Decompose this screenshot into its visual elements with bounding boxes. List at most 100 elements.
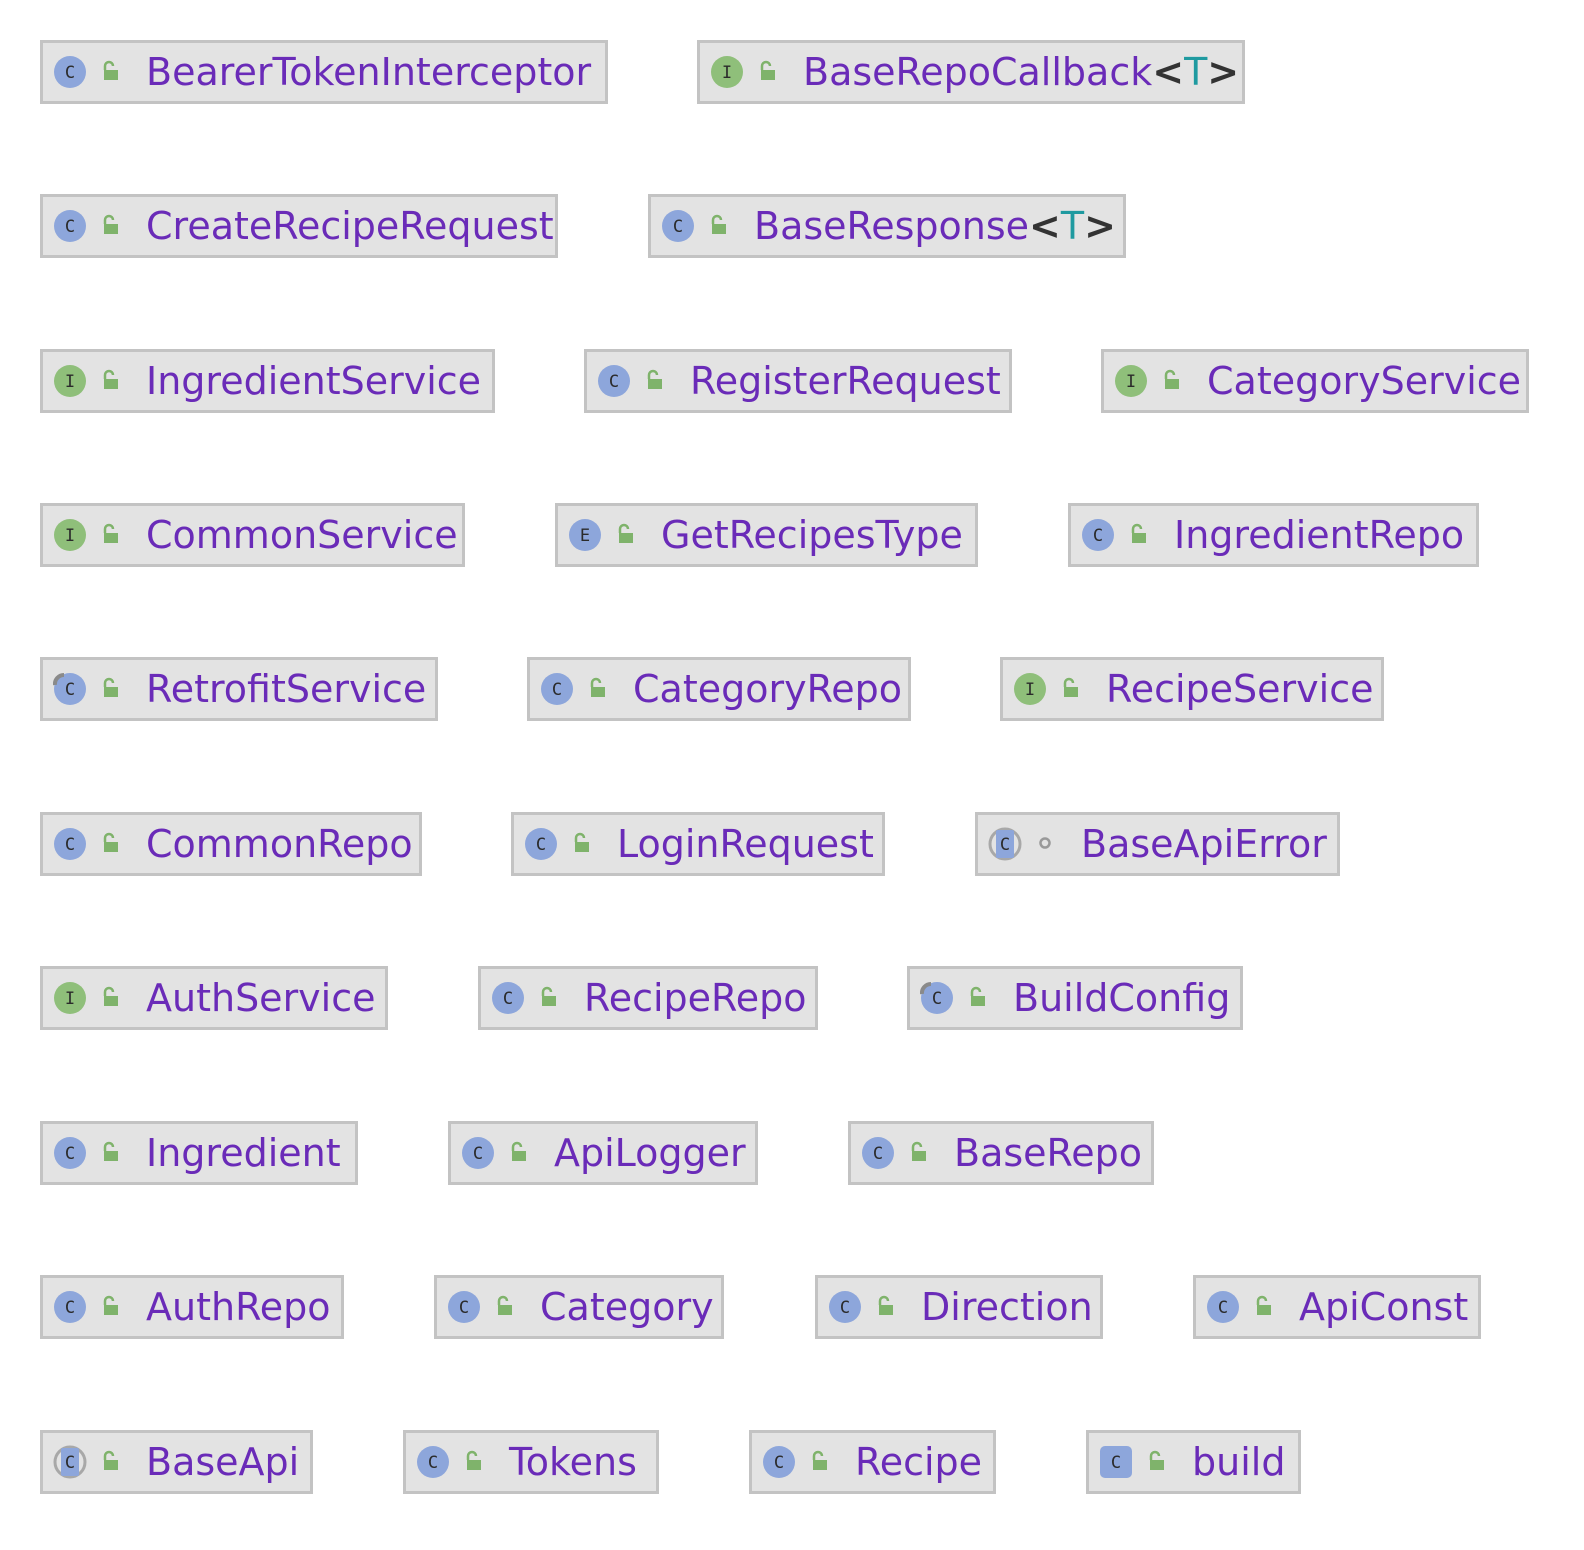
- class-name-text: AuthRepo: [146, 1285, 331, 1329]
- static-class-icon: C: [53, 672, 86, 705]
- class-icon: C: [1207, 1291, 1239, 1323]
- public-lock-icon: [1149, 1450, 1164, 1470]
- class-icon: C: [54, 210, 86, 242]
- class-node[interactable]: I RecipeService: [1000, 657, 1384, 721]
- class-name: Ingredient: [146, 1124, 341, 1182]
- class-name-text: CommonRepo: [146, 822, 413, 866]
- interface-icon: I: [54, 519, 86, 551]
- class-node[interactable]: C IngredientRepo: [1068, 503, 1479, 567]
- svg-text:C: C: [609, 372, 619, 392]
- public-lock-icon: [466, 1450, 481, 1470]
- interface-icon: I: [54, 365, 86, 397]
- class-name-text: Category: [540, 1285, 714, 1329]
- class-name: BearerTokenInterceptor: [146, 43, 591, 101]
- interface-icon: I: [1014, 673, 1046, 705]
- svg-text:C: C: [536, 835, 546, 855]
- class-node[interactable]: C CommonRepo: [40, 812, 422, 876]
- svg-text:I: I: [1126, 372, 1136, 392]
- class-name-text: ApiConst: [1299, 1285, 1469, 1329]
- class-node[interactable]: C Ingredient: [40, 1121, 358, 1185]
- class-name-text: IngredientRepo: [1174, 513, 1465, 557]
- class-name-text: CategoryService: [1207, 359, 1522, 403]
- class-name-text: LoginRequest: [617, 822, 874, 866]
- svg-text:C: C: [65, 217, 75, 237]
- class-node[interactable]: C AuthRepo: [40, 1275, 344, 1339]
- class-node[interactable]: C RegisterRequest: [584, 349, 1012, 413]
- svg-text:C: C: [840, 1298, 850, 1318]
- class-node[interactable]: C Category: [434, 1275, 724, 1339]
- svg-text:E: E: [580, 526, 590, 546]
- class-node[interactable]: I CategoryService: [1101, 349, 1529, 413]
- svg-text:I: I: [722, 63, 732, 83]
- public-lock-icon: [711, 214, 726, 234]
- svg-text:C: C: [65, 1298, 75, 1318]
- public-lock-icon: [647, 369, 662, 389]
- svg-text:I: I: [65, 372, 75, 392]
- svg-text:C: C: [873, 1144, 883, 1164]
- class-name: BaseApiError: [1081, 815, 1327, 873]
- class-node[interactable]: C CategoryRepo: [527, 657, 911, 721]
- public-lock-icon: [970, 986, 985, 1006]
- svg-text:C: C: [473, 1144, 483, 1164]
- class-name-text: CommonService: [146, 513, 458, 557]
- svg-text:C: C: [503, 989, 513, 1009]
- interface-icon: I: [54, 982, 86, 1014]
- class-node[interactable]: C BaseRepo: [848, 1121, 1154, 1185]
- class-icon: C: [448, 1291, 480, 1323]
- class-name: BaseRepo: [954, 1124, 1142, 1182]
- public-lock-icon: [103, 369, 118, 389]
- class-name-text: BaseRepo: [954, 1131, 1142, 1175]
- public-lock-icon: [511, 1141, 526, 1161]
- class-name: ApiConst: [1299, 1278, 1468, 1336]
- class-name: AuthRepo: [146, 1278, 331, 1336]
- public-lock-icon: [760, 60, 775, 80]
- class-node[interactable]: C ApiConst: [1193, 1275, 1481, 1339]
- svg-text:C: C: [552, 680, 562, 700]
- class-node[interactable]: C BearerTokenInterceptor: [40, 40, 608, 104]
- class-name: Recipe: [855, 1433, 982, 1491]
- svg-text:C: C: [428, 1453, 438, 1473]
- class-name: Tokens: [509, 1433, 637, 1491]
- class-icon: C: [54, 1137, 86, 1169]
- public-lock-icon: [103, 677, 118, 697]
- public-lock-icon: [103, 214, 118, 234]
- class-node[interactable]: I BaseRepoCallback<T>: [697, 40, 1245, 104]
- class-name-text: CategoryRepo: [633, 667, 903, 711]
- svg-text:I: I: [1025, 680, 1035, 700]
- class-node[interactable]: C Tokens: [403, 1430, 659, 1494]
- class-icon: C: [54, 828, 86, 860]
- public-lock-icon: [103, 1450, 118, 1470]
- class-icon: C: [54, 56, 86, 88]
- class-name-text: BearerTokenInterceptor: [146, 50, 592, 94]
- svg-text:C: C: [1218, 1298, 1228, 1318]
- public-lock-icon: [541, 986, 556, 1006]
- generic-open-bracket: <: [1029, 204, 1061, 248]
- class-icon: C: [598, 365, 630, 397]
- class-icon: C: [1082, 519, 1114, 551]
- class-name: IngredientRepo: [1174, 506, 1464, 564]
- class-node[interactable]: I CommonService: [40, 503, 465, 567]
- class-name-text: RegisterRequest: [690, 359, 1001, 403]
- class-icon: C: [492, 982, 524, 1014]
- class-node[interactable]: C LoginRequest: [511, 812, 885, 876]
- class-name: BaseRepoCallback<T>: [803, 43, 1239, 101]
- svg-text:C: C: [65, 1453, 75, 1473]
- class-icon: C: [417, 1446, 449, 1478]
- svg-text:C: C: [1093, 526, 1103, 546]
- class-name: RecipeService: [1106, 660, 1373, 718]
